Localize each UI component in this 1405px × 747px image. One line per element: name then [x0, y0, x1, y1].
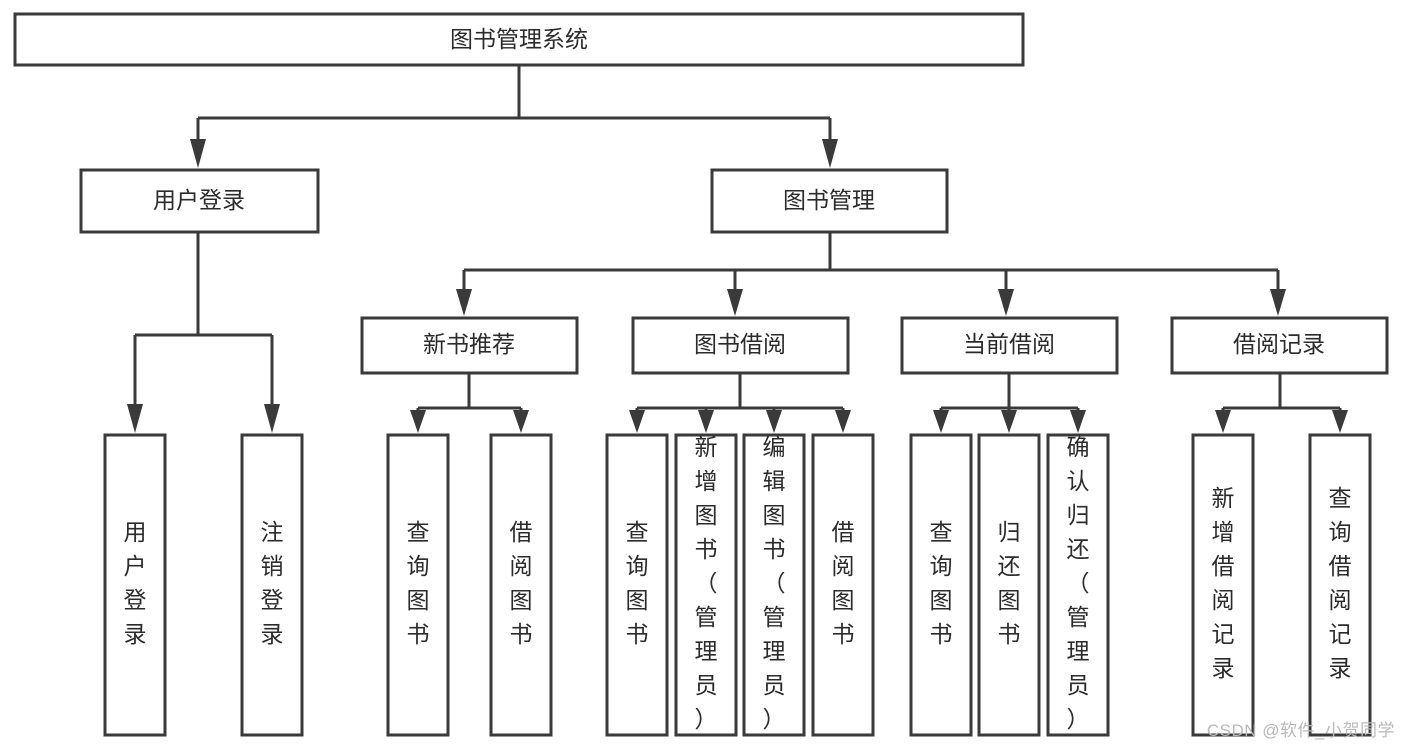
connector-group-book-borrow	[629, 373, 851, 433]
leaf-add-record[interactable]: 新增借阅记录	[1191, 433, 1255, 737]
arrow-head-book-borrow	[727, 289, 743, 316]
leaf-add-record-label: 新增借阅记录	[1212, 485, 1235, 681]
node-user-login[interactable]: 用户登录	[79, 168, 320, 234]
leaf-query-book-3[interactable]: 查询图书	[909, 433, 973, 737]
arrow-head-leaf-borrow-book-1	[513, 410, 529, 433]
leaf-logout[interactable]: 注销登录	[240, 433, 304, 737]
leaf-add-book-admin-box	[674, 433, 738, 737]
leaf-confirm-return-admin[interactable]: 确认归还（管理员）	[1046, 433, 1110, 737]
arrow-head-leaf-query-book-1	[410, 410, 426, 433]
arrow-head-user-login	[190, 139, 206, 168]
leaf-query-book-3-label: 查询图书	[930, 519, 953, 647]
node-book-manage-box	[710, 168, 949, 234]
arrow-head-borrow-record	[1270, 289, 1286, 316]
node-current-borrow-box	[900, 316, 1119, 375]
connector-group-new-book-rec	[410, 373, 529, 433]
node-current-borrow-label: 当前借阅	[963, 331, 1055, 357]
leaf-user-login[interactable]: 用户登录	[103, 433, 167, 737]
arrow-head-leaf-add-record	[1215, 410, 1231, 433]
arrow-head-book-manage	[822, 139, 838, 168]
arrow-head-leaf-edit-book	[766, 410, 782, 433]
leaf-user-login-box	[103, 433, 167, 737]
leaf-return-book[interactable]: 归还图书	[977, 433, 1041, 737]
leaf-query-record-label: 查询借阅记录	[1329, 485, 1352, 681]
arrow-head-leaf-add-book	[698, 410, 714, 433]
node-borrow-record-box	[1170, 316, 1389, 375]
arrow-head-leaf-query-book-2	[629, 410, 645, 433]
node-new-book-rec-label: 新书推荐	[423, 331, 515, 357]
leaf-add-record-box	[1191, 433, 1255, 737]
arrow-head-leaf-query-book-3	[933, 410, 949, 433]
leaf-edit-book-admin-box	[742, 433, 806, 737]
node-current-borrow[interactable]: 当前借阅	[900, 316, 1119, 375]
leaf-borrow-book-2-label: 借阅图书	[832, 519, 855, 647]
leaf-add-book-admin[interactable]: 新增图书（管理员）	[674, 433, 738, 737]
leaf-add-book-admin-label: 新增图书（管理员）	[695, 434, 718, 732]
leaf-edit-book-admin-label: 编辑图书（管理员）	[763, 434, 786, 732]
connector-group-root	[190, 65, 838, 168]
node-book-borrow[interactable]: 图书借阅	[631, 316, 850, 375]
node-user-login-label: 用户登录	[153, 187, 245, 213]
leaf-return-book-box	[977, 433, 1041, 737]
connector-group-borrow-record	[1215, 373, 1348, 433]
leaf-query-book-1-box	[386, 433, 450, 737]
leaf-query-record[interactable]: 查询借阅记录	[1308, 433, 1372, 737]
node-book-manage[interactable]: 图书管理	[710, 168, 949, 234]
leaf-query-book-2-box	[605, 433, 669, 737]
leaf-query-book-1[interactable]: 查询图书	[386, 433, 450, 737]
node-new-book-rec-box	[360, 316, 579, 375]
leaf-user-login-label: 用户登录	[124, 519, 147, 647]
leaf-borrow-book-1-box	[489, 433, 553, 737]
connector-group-user-login	[127, 232, 280, 433]
leaf-logout-box	[240, 433, 304, 737]
node-book-borrow-box	[631, 316, 850, 375]
leaf-query-book-2-label: 查询图书	[626, 519, 649, 647]
node-root-title-label: 图书管理系统	[450, 26, 588, 52]
node-book-manage-label: 图书管理	[783, 187, 875, 213]
leaf-logout-label: 注销登录	[261, 519, 284, 647]
node-book-borrow-label: 图书借阅	[694, 331, 786, 357]
leaf-query-book-3-box	[909, 433, 973, 737]
arrow-head-new-book-rec	[456, 289, 472, 316]
leaf-edit-book-admin[interactable]: 编辑图书（管理员）	[742, 433, 806, 737]
leaf-return-book-label: 归还图书	[998, 519, 1021, 647]
leaf-query-book-2[interactable]: 查询图书	[605, 433, 669, 737]
leaf-query-record-box	[1308, 433, 1372, 737]
connector-group-book-manage	[456, 232, 1286, 316]
node-root-title[interactable]: 图书管理系统	[13, 12, 1025, 67]
leaf-borrow-book-1-label: 借阅图书	[510, 519, 533, 647]
node-new-book-rec[interactable]: 新书推荐	[360, 316, 579, 375]
leaf-borrow-book-2[interactable]: 借阅图书	[811, 433, 875, 737]
connector-group-current-borrow	[933, 373, 1086, 433]
arrow-head-leaf-confirm-return	[1070, 410, 1086, 433]
node-user-login-box	[79, 168, 320, 234]
leaf-confirm-return-admin-label: 确认归还（管理员）	[1067, 434, 1090, 732]
leaf-confirm-return-admin-box	[1046, 433, 1110, 737]
node-root-title-box	[13, 12, 1025, 67]
arrow-head-leaf-user-login	[127, 404, 143, 433]
leaf-query-book-1-label: 查询图书	[407, 519, 430, 647]
arrow-head-leaf-query-record	[1332, 410, 1348, 433]
arrow-head-leaf-return-book	[1001, 410, 1017, 433]
leaf-borrow-book-2-box	[811, 433, 875, 737]
node-borrow-record-label: 借阅记录	[1233, 331, 1325, 357]
arrow-head-leaf-borrow-book-2	[835, 410, 851, 433]
leaf-borrow-book-1[interactable]: 借阅图书	[489, 433, 553, 737]
arrow-head-leaf-logout	[264, 404, 280, 433]
node-borrow-record[interactable]: 借阅记录	[1170, 316, 1389, 375]
arrow-head-current-borrow	[998, 289, 1014, 316]
